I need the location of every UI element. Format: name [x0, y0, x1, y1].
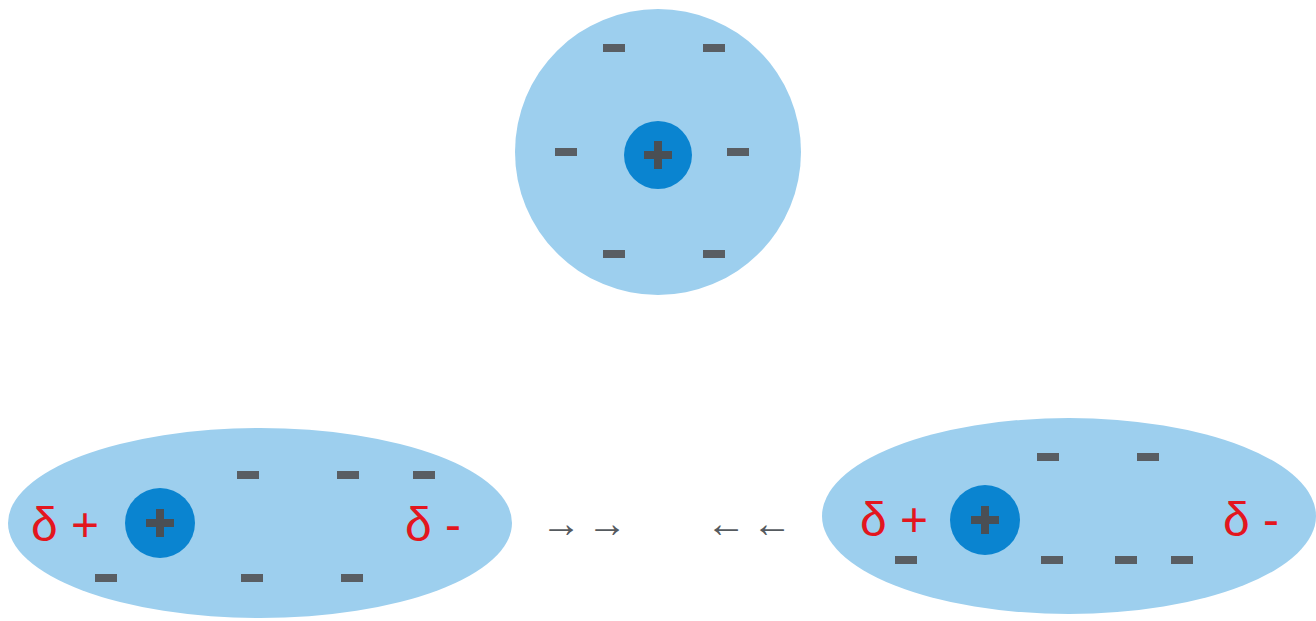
attraction-arrows: →→	[541, 503, 633, 543]
plus-sign	[146, 141, 999, 537]
partial-charge: δ -	[405, 501, 461, 549]
partial-charge: δ +	[860, 496, 928, 544]
nucleus	[125, 121, 1020, 558]
partial-charge: δ +	[31, 501, 99, 549]
polarized-atom: δ + δ -	[822, 418, 1316, 614]
electron-dash	[95, 44, 1193, 582]
attraction-arrows: ←←	[706, 503, 798, 543]
atom-cloud	[515, 9, 801, 295]
polarized-atom: δ + δ -	[8, 428, 512, 618]
partial-charge: δ -	[1223, 496, 1279, 544]
